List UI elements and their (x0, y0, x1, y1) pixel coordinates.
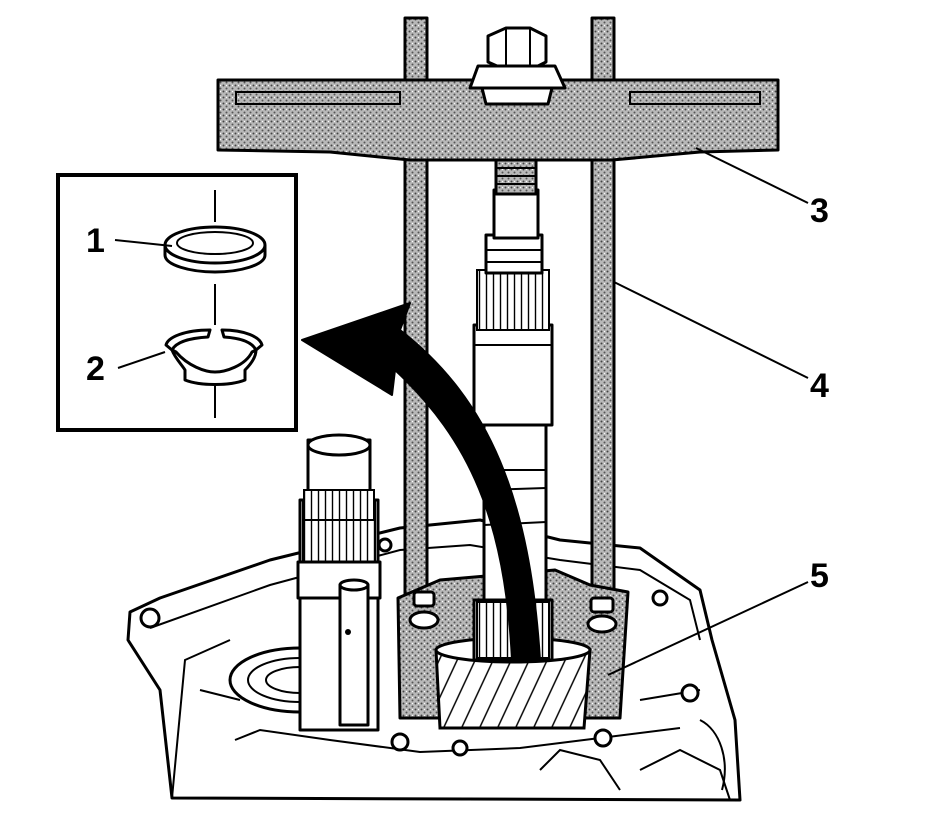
callout-4: 4 (810, 367, 829, 405)
forcing-screw (468, 26, 567, 106)
leader-lines (114, 147, 809, 676)
puller-bar (216, 78, 780, 162)
detail-inset (56, 173, 298, 432)
left-shaft (296, 433, 382, 732)
callout-5: 5 (810, 557, 829, 595)
callout-2: 2 (86, 350, 105, 388)
curved-arrow-icon (301, 302, 541, 661)
callout-3: 3 (810, 192, 829, 230)
bearing-ring (163, 225, 267, 274)
snap-ring (164, 328, 264, 386)
callout-1: 1 (86, 222, 105, 260)
